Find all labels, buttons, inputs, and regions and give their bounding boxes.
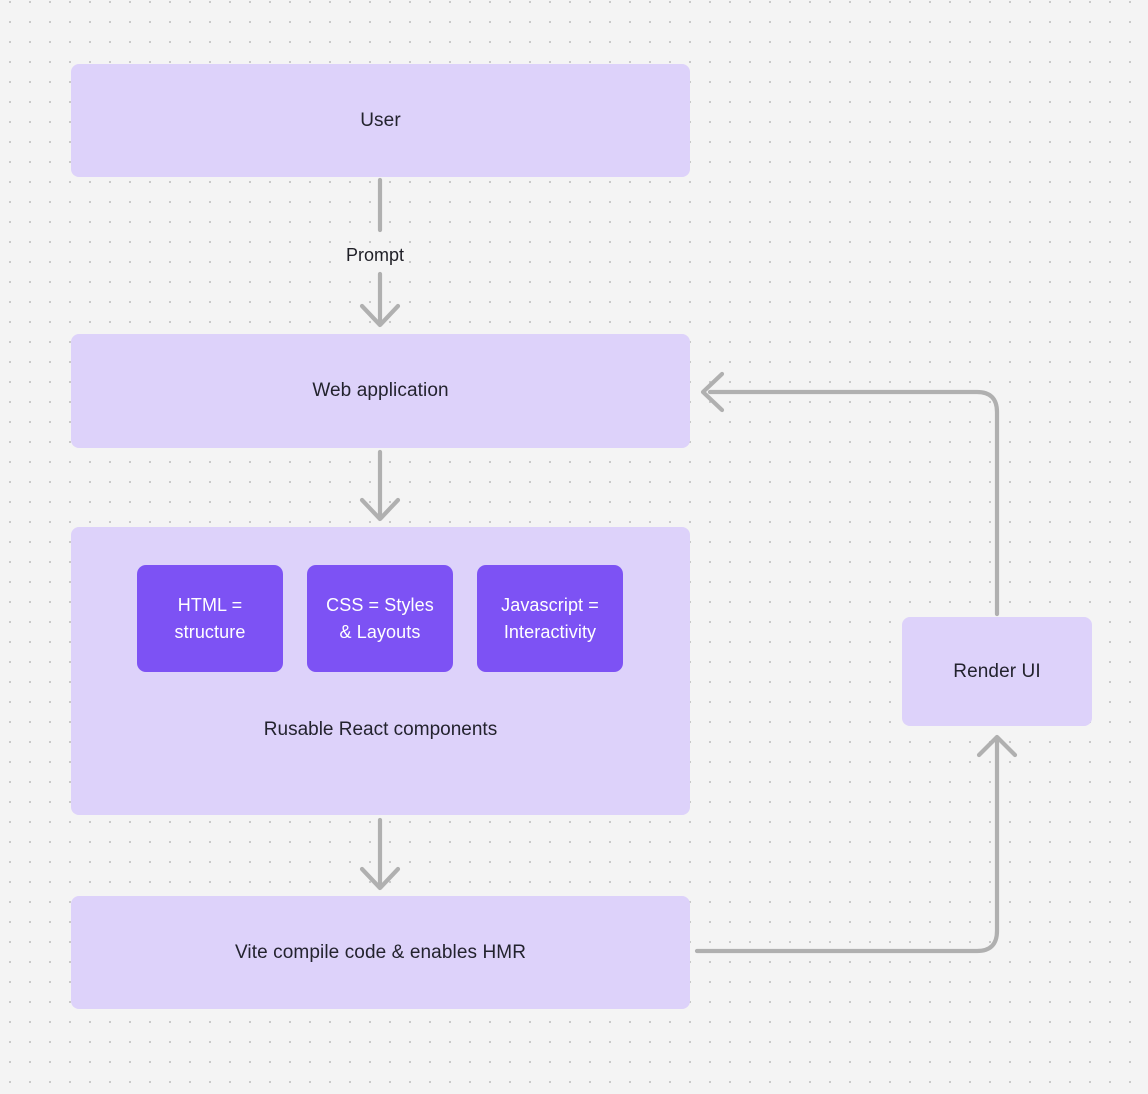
node-html-label-line1: HTML = — [177, 595, 243, 616]
edge-label-prompt: Prompt — [341, 245, 410, 266]
edge-web-to-components-arrowhead — [359, 497, 401, 522]
node-components-group[interactable]: HTML = structure CSS = Styles & Layouts … — [71, 527, 690, 815]
node-render-ui[interactable]: Render UI — [902, 617, 1092, 726]
edge-components-to-vite-arrowhead — [359, 866, 401, 891]
node-vite[interactable]: Vite compile code & enables HMR — [71, 896, 690, 1009]
node-javascript[interactable]: Javascript = Interactivity — [477, 565, 623, 672]
edge-vite-to-render-arrowhead — [976, 734, 1018, 758]
node-css-label-line1: CSS = Styles — [326, 595, 434, 616]
node-javascript-label-line2: Interactivity — [503, 621, 597, 642]
edge-render-to-web-arrowhead — [700, 371, 725, 413]
node-css[interactable]: CSS = Styles & Layouts — [307, 565, 453, 672]
node-web-application-label: Web application — [312, 380, 449, 402]
edge-label-prompt-text: Prompt — [346, 245, 405, 265]
node-html-label-line2: structure — [174, 621, 246, 642]
edge-render-to-web — [707, 389, 1000, 617]
node-render-ui-label: Render UI — [953, 660, 1041, 682]
edge-user-to-web-arrowhead — [359, 303, 401, 328]
node-user-label: User — [360, 109, 401, 131]
node-html[interactable]: HTML = structure — [137, 565, 283, 672]
node-javascript-label-line1: Javascript = — [501, 595, 599, 616]
edge-vite-to-render — [694, 739, 1000, 954]
node-user[interactable]: User — [71, 64, 690, 177]
node-css-label-line2: & Layouts — [339, 621, 421, 642]
node-vite-label: Vite compile code & enables HMR — [234, 941, 527, 963]
node-web-application[interactable]: Web application — [71, 334, 690, 448]
node-components-group-label: Rusable React components — [263, 719, 498, 740]
